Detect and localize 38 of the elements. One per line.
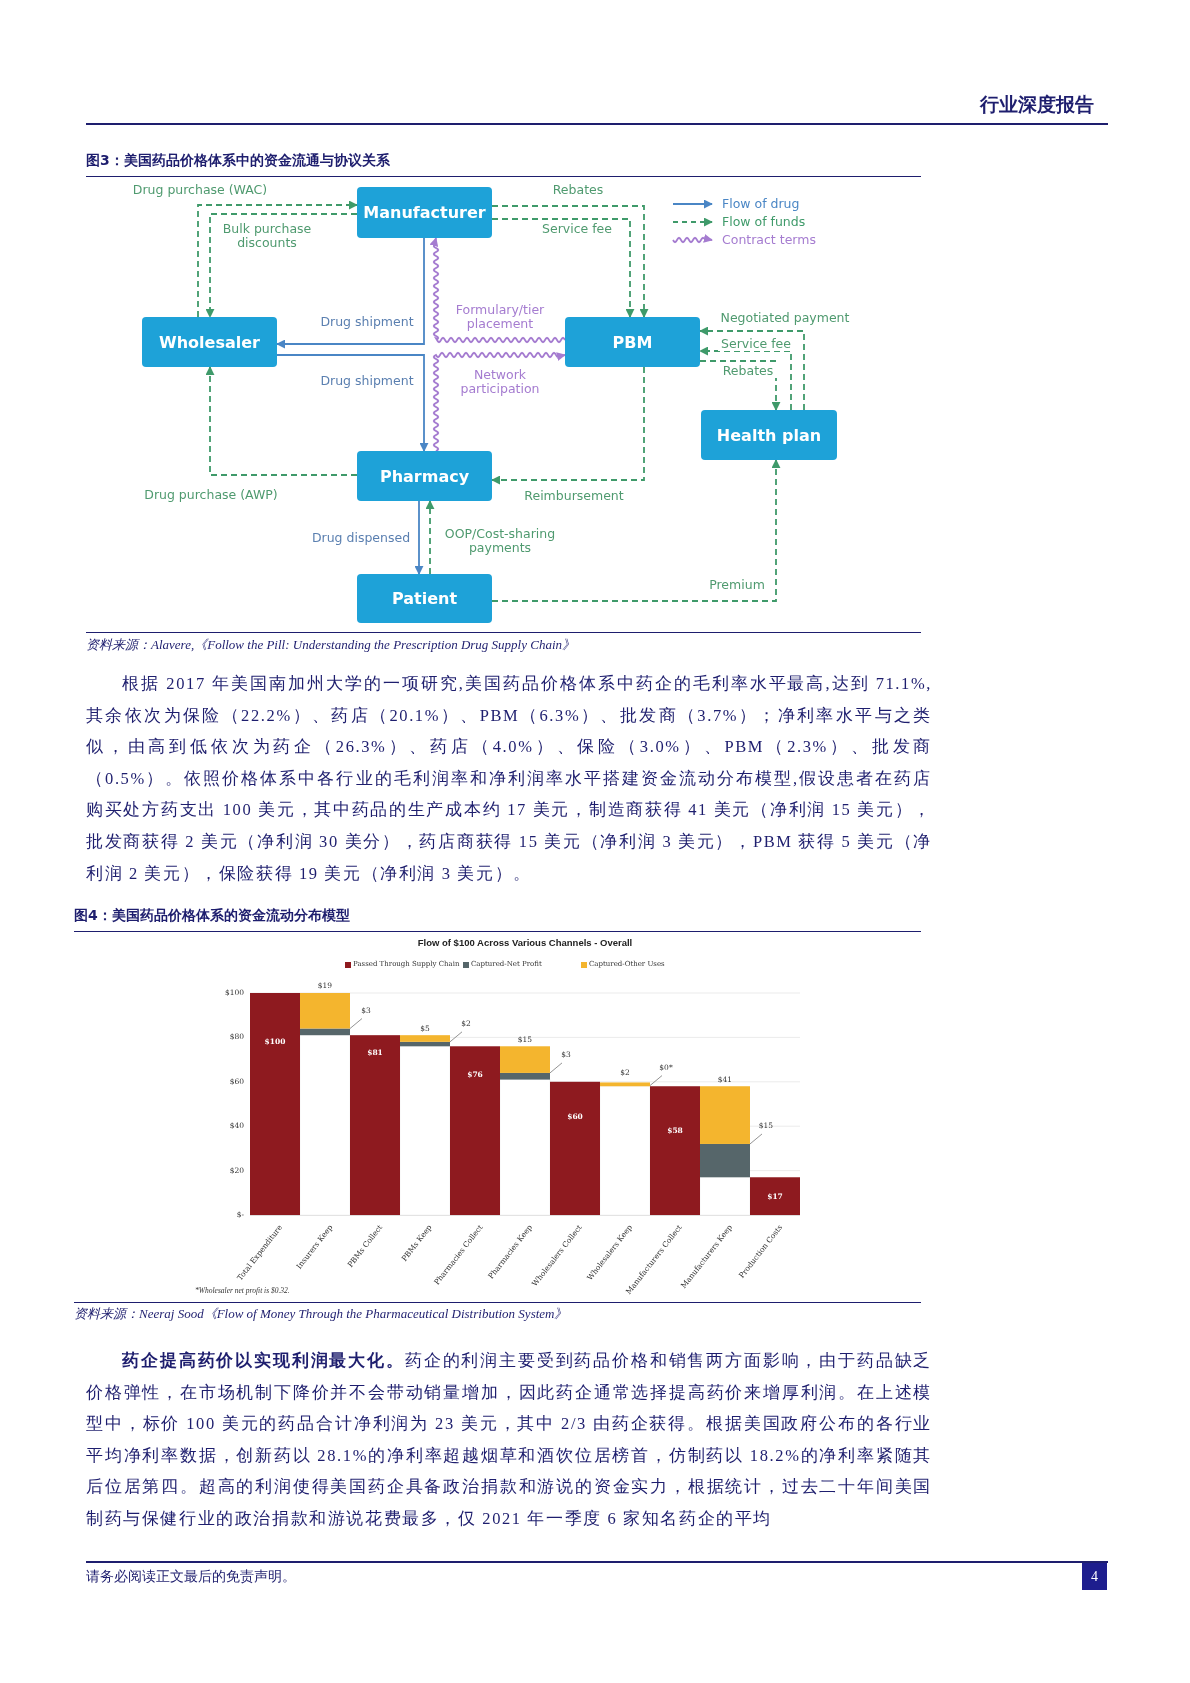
process-box: PBM — [565, 317, 700, 367]
footer-note: 请务必阅读正文最后的免责声明。 — [86, 1568, 296, 1586]
source-note: 资料来源：Neeraj Sood《Flow of Money Through the Pharmaceutical Distribution System》 — [74, 1305, 568, 1323]
edge-label: Negotiated payment — [718, 311, 852, 325]
dashed-arrow — [491, 366, 645, 485]
source-note: 资料来源：Alavere,《Follow the Pill: Understanding the Prescription Drug Supply Chain》 — [86, 636, 576, 654]
dashed-arrow — [491, 459, 781, 602]
process-box: Manufacturer — [357, 187, 492, 238]
arrow — [414, 500, 424, 575]
process-box: Pharmacy — [357, 451, 492, 501]
wavy-arrow — [432, 351, 566, 452]
process-box: Health plan — [701, 410, 837, 460]
dashed-arrow — [197, 200, 358, 318]
process-box: Patient — [357, 574, 492, 623]
dashed-arrow — [699, 326, 805, 411]
paragraph: 根据 2017 年美国南加州大学的一项研究,美国药品价格体系中药企的毛利率水平最高,达到 71.1%,其余依次为保险（22.2%）、药店（20.1%）、PBM（6.3%）、批发商（3.7%）；净利率水平与之类似，由高到低依次为药企（26.3%）、药店（4.0%）、保险（3.0%）、PBM（2.3%）、批发商（0.5%）。依照价格体系中各行业的毛利润率和净利润率水平搭建资金流动分布模型,假设患者在药店购买处方药支出 100 美元，其中药品的生产成本约 17 美元，制造商获得 41 美元（净利润 15 美元），批发商获得 2 美元（净利润 30 美分），药店商获得 15 美元（净利润 3 美元），PBM 获得 5 美元（净利润 2 美元），保险获得 19 美元（净利润 3 美元）。 — [86, 673, 932, 885]
dashed-arrow — [491, 218, 635, 318]
legend-label: Contract terms — [722, 232, 816, 247]
dashed-arrow — [205, 366, 358, 476]
report-type: 行业深度报告 — [980, 92, 1094, 117]
arrow — [276, 354, 429, 452]
legend-label: Flow of drug — [722, 196, 800, 211]
dashed-arrow — [425, 500, 435, 575]
wavy-arrow — [429, 237, 566, 344]
edge-label: Service fee — [718, 337, 794, 351]
dashed-arrow — [699, 360, 781, 411]
arrow — [276, 237, 425, 349]
dashed-arrow — [699, 346, 792, 411]
dashed-arrow — [491, 205, 649, 318]
edge-label: Drug purchase (AWP) — [142, 488, 280, 502]
page-number: 4 — [1082, 1563, 1107, 1590]
legend-label: Flow of funds — [722, 214, 806, 229]
figure-title: 图4：美国药品价格体系的资金流动分布模型 — [74, 907, 350, 925]
chart-title: Flow of $100 Across Various Channels - Overall — [416, 937, 634, 948]
paragraph: 药企提高药价以实现利润最大化。药企的利润主要受到药品价格和销售两方面影响，由于药品缺乏价格弹性，在市场机制下降价并不会带动销量增加，因此药企通常选择提高药价来增厚利润。在上述模型中，标价 100 美元的药品合计净利润为 23 美元，其中 2/3 由药企获得。根据美国政府公布的各行业平均净利率数据，创新药以 28.1%的净利率超越烟草和酒饮位居榜首，仿制药以 18.2%的净利率紧随其后位居第四。超高的利润使得美国药企具备政治捐款和游说的资金实力，根据统计，过去二十年间美国制药与保健行业的政治捐款和游说花费最多，仅 2021 年一季度 6 家知名药企的平均 — [86, 1350, 932, 1530]
dashed-arrow — [205, 213, 358, 318]
figure-title: 图3：美国药品价格体系中的资金流通与协议关系 — [86, 152, 390, 170]
process-box: Wholesaler — [142, 317, 277, 367]
